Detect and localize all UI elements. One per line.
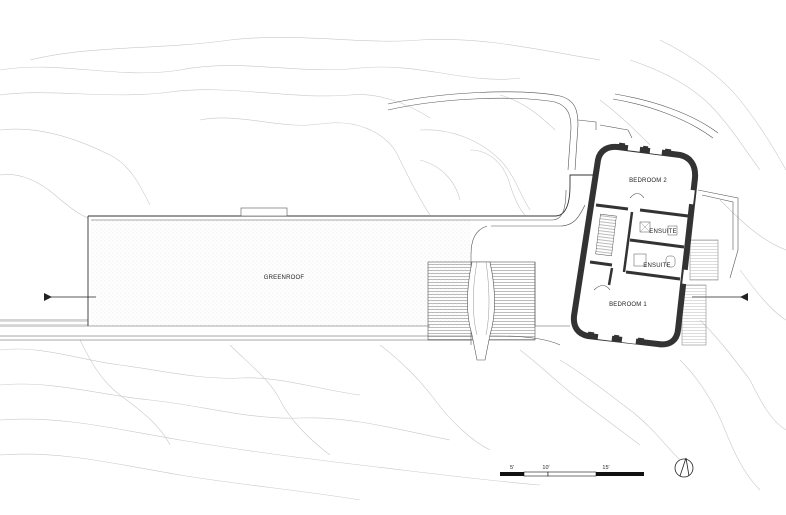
scale-label-15: 15' (602, 465, 609, 471)
section-marker-icon (44, 293, 52, 301)
exterior-stair (427, 261, 536, 361)
ensuite-upper-label: ENSUITE (649, 229, 676, 235)
scale-label-10: 10' (542, 465, 549, 471)
greenroof-area (91, 220, 471, 326)
bedroom-block (570, 142, 699, 348)
scale-bar: 5' 10' 15' (500, 465, 644, 477)
scale-label-5: 5' (510, 465, 514, 471)
greenroof-label: GREENROOF (264, 275, 305, 281)
bedroom-1-label: BEDROOM 1 (609, 302, 647, 308)
north-arrow-icon (674, 457, 694, 478)
section-marker-icon (740, 293, 748, 301)
terrace-outline (0, 174, 598, 346)
topographic-contours (0, 37, 786, 501)
section-marker-left (44, 293, 96, 301)
bedroom-2-label: BEDROOM 2 (629, 178, 667, 184)
east-deck (577, 119, 739, 346)
ensuite-lower-label: ENSUITE (643, 263, 670, 269)
site-walkways (387, 91, 719, 171)
